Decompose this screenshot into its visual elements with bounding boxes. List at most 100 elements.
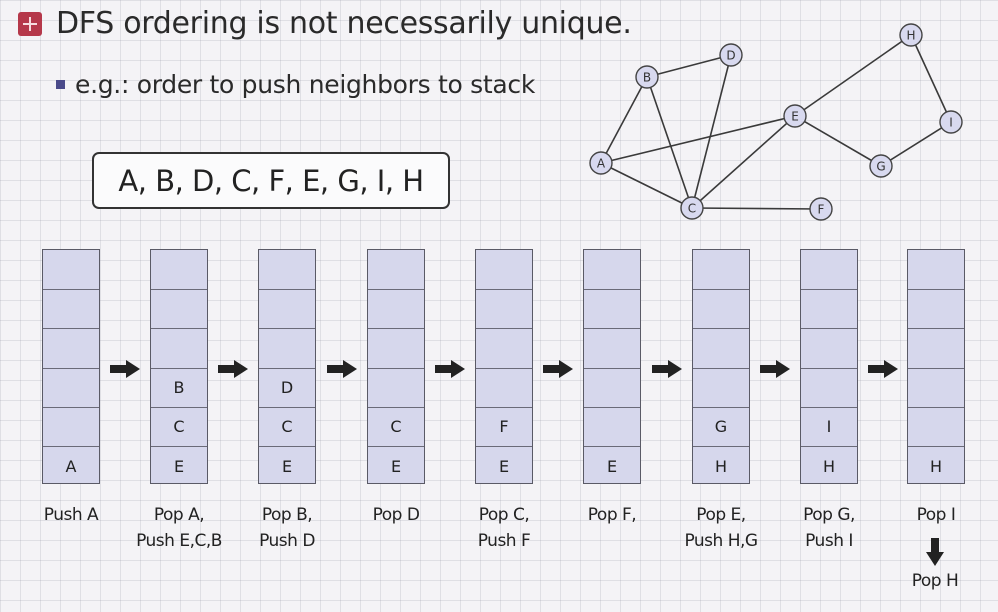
node-c: C (680, 196, 704, 220)
stack-cell: E (151, 445, 207, 485)
slide-title: DFS ordering is not necessarily unique. (18, 6, 632, 41)
edge-c-d (691, 54, 732, 209)
bullet-text: e.g.: order to push neighbors to stack (75, 70, 536, 99)
stack-cell: I (801, 406, 857, 446)
stack-cell (476, 367, 532, 407)
stack-cell (801, 328, 857, 367)
stack-cell (476, 250, 532, 289)
node-b: B (635, 65, 659, 89)
svg-text:D: D (726, 49, 735, 63)
stack-cell (584, 289, 640, 328)
stack-cell (368, 289, 424, 328)
stack-cell (43, 289, 99, 328)
stack-cell (368, 367, 424, 407)
stack-cell (368, 250, 424, 289)
stack-1: A (42, 249, 100, 484)
stack-cell: H (908, 445, 964, 485)
right-arrow-icon (651, 360, 682, 378)
step-caption-9: Pop I (916, 505, 956, 525)
svg-text:B: B (643, 71, 651, 85)
node-e: E (783, 104, 807, 128)
svg-text:F: F (818, 203, 825, 217)
stack-cell (801, 289, 857, 328)
stack-cell (43, 250, 99, 289)
stack-cell: A (43, 445, 99, 485)
node-f: F (809, 197, 833, 221)
stack-cell (693, 367, 749, 407)
stack-cell: B (151, 367, 207, 407)
edge-c-e (691, 115, 796, 209)
bullet-square-icon (56, 80, 65, 89)
dfs-order-box: A, B, D, C, F, E, G, I, H (92, 152, 450, 209)
stack-cell: C (368, 406, 424, 446)
right-arrow-icon (110, 360, 140, 378)
stack-cell (908, 367, 964, 407)
stack-cell (368, 328, 424, 367)
stack-cell (908, 250, 964, 289)
step-caption-5: Pop C,Push F (477, 505, 531, 551)
node-d: D (719, 43, 743, 67)
stack-cell: H (801, 445, 857, 485)
node-h: H (899, 23, 923, 47)
stack-cell (476, 328, 532, 367)
edge-h-i (910, 34, 952, 123)
svg-text:H: H (906, 29, 915, 43)
svg-text:G: G (876, 160, 885, 174)
bullet-point: e.g.: order to push neighbors to stack (56, 70, 535, 99)
stack-cell (584, 250, 640, 289)
edge-c-f (691, 207, 822, 210)
step-caption-6: Pop F, (587, 505, 637, 525)
right-arrow-icon (435, 360, 465, 378)
right-arrow-icon (867, 360, 898, 378)
stack-cell (43, 367, 99, 407)
edge-b-d (646, 54, 732, 78)
stack-cell (259, 328, 315, 367)
stack-cell (476, 289, 532, 328)
plus-box-icon (18, 11, 42, 36)
stack-cell (908, 328, 964, 367)
stack-cell (801, 367, 857, 407)
edge-b-c (646, 76, 693, 209)
step-caption-4: Pop D (372, 505, 420, 525)
stack-cell: D (259, 367, 315, 407)
svg-text:I: I (949, 116, 953, 130)
step-caption-3: Pop B,Push D (259, 505, 315, 551)
stack-cell (151, 328, 207, 367)
edge-a-e (600, 115, 796, 164)
right-arrow-icon (543, 360, 573, 378)
stack-cell: E (259, 445, 315, 485)
stack-9: H (907, 249, 965, 484)
step-caption-1: Push A (43, 505, 99, 525)
stack-cell: E (368, 445, 424, 485)
svg-text:C: C (688, 202, 696, 216)
stack-cell: G (693, 406, 749, 446)
stack-cell (584, 328, 640, 367)
stack-cell: C (259, 406, 315, 446)
stack-cell (259, 250, 315, 289)
stack-cell (151, 250, 207, 289)
down-arrow-icon (926, 538, 944, 566)
right-arrow-icon (218, 360, 248, 378)
right-arrow-icon (326, 360, 357, 378)
stack-cell (693, 289, 749, 328)
stack-cell (151, 289, 207, 328)
graph-diagram: A B C D E F G H I (589, 23, 963, 221)
stack-cell (693, 250, 749, 289)
dfs-order-text: A, B, D, C, F, E, G, I, H (118, 163, 424, 198)
final-caption: Pop H (911, 571, 959, 591)
svg-text:A: A (597, 157, 606, 171)
stack-cell (908, 406, 964, 446)
stack-cell (801, 250, 857, 289)
stack-cell (584, 367, 640, 407)
stack-6: E (583, 249, 641, 484)
right-arrow-icon (760, 360, 790, 378)
stack-cell (43, 406, 99, 446)
svg-text:E: E (791, 110, 799, 124)
edge-e-g (794, 115, 882, 167)
edge-g-i (880, 121, 952, 167)
edge-e-h (794, 34, 912, 117)
node-i: I (939, 110, 963, 134)
